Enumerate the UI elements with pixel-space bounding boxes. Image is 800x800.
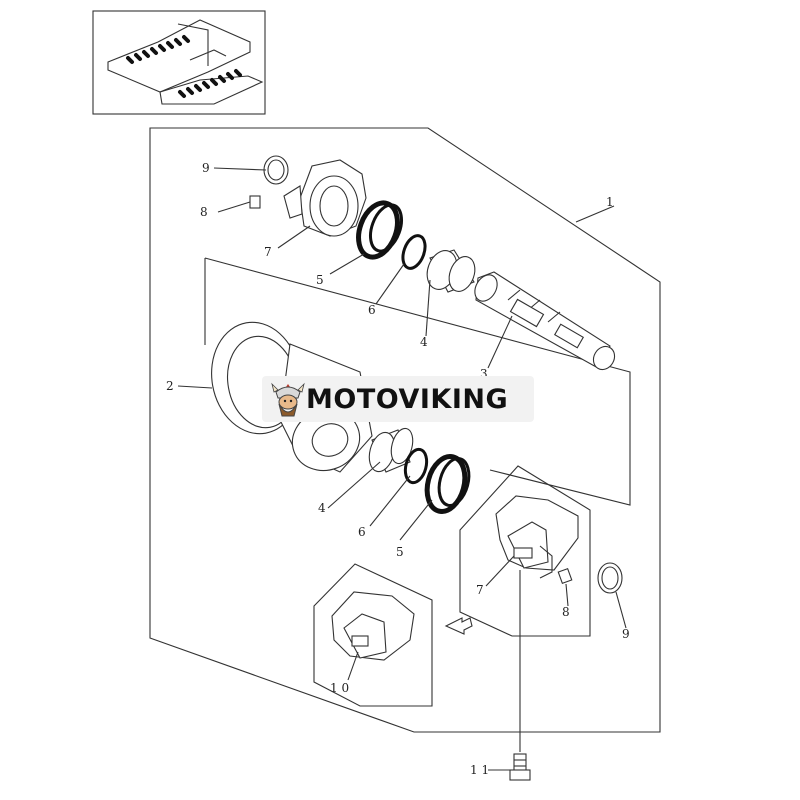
callout-6-bottom: 6 [358, 525, 366, 539]
callout-6-top: 6 [368, 303, 376, 317]
callout-8-top: 8 [200, 205, 208, 219]
bottom-snap-ring [597, 562, 623, 594]
top-plug [249, 195, 261, 209]
callout-11: 1 1 [470, 763, 489, 777]
leader-lines [177, 167, 627, 771]
callout-4-bottom: 4 [318, 501, 326, 515]
bottom-bushing [368, 427, 414, 473]
callout-9-top: 9 [202, 161, 210, 175]
callout-9-bottom: 9 [622, 627, 630, 641]
callout-1: 1 [606, 195, 614, 209]
callout-5-top: 5 [316, 273, 324, 287]
shaft [474, 271, 616, 371]
callout-7-bottom: 7 [476, 583, 484, 597]
bottom-o-ring [403, 447, 429, 485]
top-seal [356, 200, 404, 260]
callout-4-top: 4 [420, 335, 428, 349]
top-o-ring [401, 234, 427, 270]
callout-5-bottom: 5 [396, 545, 404, 559]
bolt [509, 753, 531, 781]
callout-8-bottom: 8 [562, 605, 570, 619]
bottom-seal [424, 454, 471, 514]
track-frame-thumbnail [107, 19, 264, 105]
brand-watermark: MOTOVIKING [262, 376, 534, 422]
callout-7-top: 7 [264, 245, 272, 259]
callout-3: 3 [480, 367, 488, 381]
alt-collar [331, 591, 415, 661]
roller-subassembly-outline [204, 257, 631, 506]
bottom-plug [557, 567, 573, 585]
top-collar [283, 159, 367, 237]
overview-inset [92, 10, 266, 115]
viking-mascot-icon [271, 382, 305, 417]
main-assembly-outline [149, 127, 661, 733]
alt-collar-outline [313, 563, 433, 707]
bottom-collar [495, 495, 579, 579]
top-bushing [426, 249, 476, 293]
collar-subassembly-outline [459, 465, 591, 637]
callout-labels: 1 2 3 4 4 5 5 6 6 7 7 8 8 9 9 1 0 1 1 [166, 161, 630, 777]
brand-name: MOTOVIKING [306, 383, 509, 415]
top-snap-ring [263, 155, 289, 185]
direction-arrow-icon [444, 617, 473, 635]
callout-2: 2 [166, 379, 174, 393]
callout-10: 1 0 [330, 681, 349, 695]
